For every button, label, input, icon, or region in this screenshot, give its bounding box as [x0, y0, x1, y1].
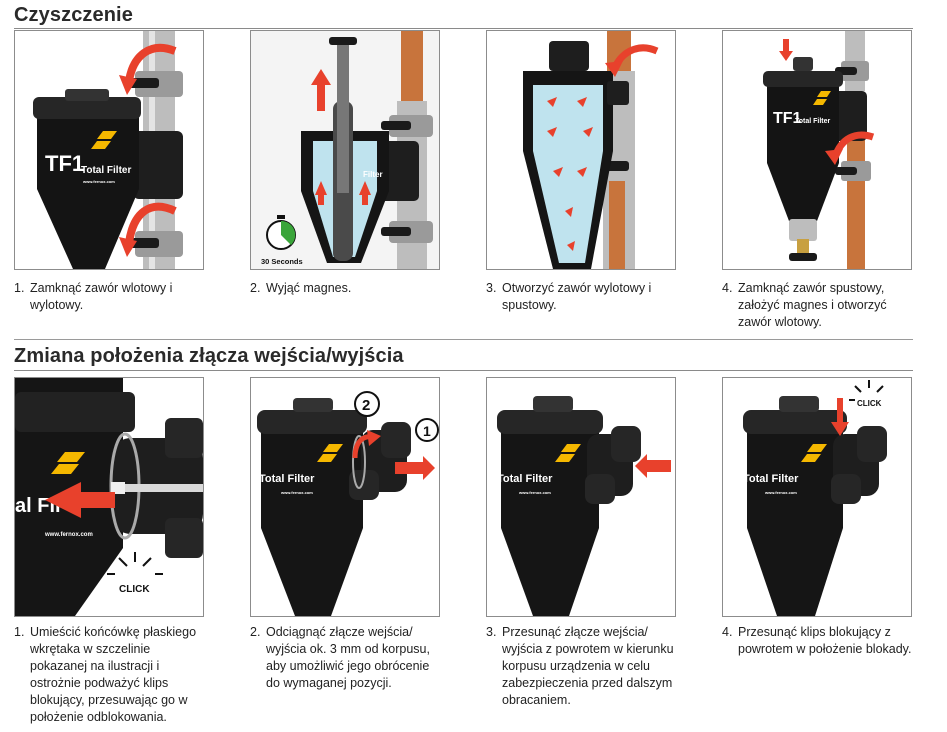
divider — [14, 28, 913, 29]
section-title-port-change: Zmiana położenia złącza wejścia/wyjścia — [14, 345, 404, 367]
refill-illustration: TF1 Total Filter — [763, 31, 875, 269]
section-title-cleaning: Czyszczenie — [14, 4, 133, 26]
svg-text:30 Seconds: 30 Seconds — [261, 257, 303, 266]
step-text: Wyjąć magnes. — [266, 281, 352, 295]
svg-text:Total Filter: Total Filter — [81, 165, 131, 176]
svg-text:CLICK: CLICK — [857, 399, 882, 408]
cleaning-step-2-image: Filter 30 Seconds — [250, 30, 440, 270]
step-text: Przesunąć klips blokujący z powrotem w p… — [738, 625, 912, 656]
step-text: Przesunąć złącze wejścia/ wyjścia z powr… — [502, 625, 674, 707]
step-number: 1. — [14, 281, 25, 295]
svg-text:TF1: TF1 — [773, 110, 802, 127]
svg-text:www.fernox.com: www.fernox.com — [44, 532, 93, 538]
port-step-2-image: Total Filter www.fernox.com 2 1 — [250, 377, 440, 617]
step-text: Otworzyć zawór wylotowy i spustowy. — [502, 281, 652, 312]
svg-text:Total Filter: Total Filter — [795, 118, 831, 125]
step-number: 2. — [250, 281, 261, 295]
magnet-removal-illustration: Filter 30 Seconds — [251, 31, 439, 269]
svg-text:TF1: TF1 — [45, 151, 84, 176]
svg-text:www.fernox.com: www.fernox.com — [764, 490, 797, 495]
step-number: 4. — [722, 625, 733, 639]
step-text: Zamknąć zawór wlotowy i wylotowy. — [30, 281, 173, 312]
svg-text:1: 1 — [423, 423, 431, 439]
svg-text:www.fernox.com: www.fernox.com — [280, 490, 313, 495]
step-number: 3. — [486, 281, 497, 295]
step-text: Umieścić końcówkę płaskiego wkrętaka w s… — [30, 625, 197, 724]
flushing-illustration — [523, 31, 659, 269]
divider — [14, 370, 913, 371]
cleaning-step-4-image: TF1 Total Filter — [722, 30, 912, 270]
svg-text:Total Filter: Total Filter — [743, 473, 799, 485]
step-text: Zamknąć zawór spustowy, założyć magnes i… — [738, 281, 887, 329]
port-step-4-image: Total Filter www.fernox.com CLICK — [722, 377, 912, 617]
step-number: 4. — [722, 281, 733, 295]
svg-text:2: 2 — [362, 397, 370, 414]
step-number: 3. — [486, 625, 497, 639]
svg-text:Total Filter: Total Filter — [259, 473, 315, 485]
svg-text:www.fernox.com: www.fernox.com — [82, 179, 115, 184]
svg-text:Filter: Filter — [363, 170, 383, 179]
step-number: 1. — [14, 625, 25, 639]
port-step-3-image: Total Filter www.fernox.com — [486, 377, 676, 617]
step-number: 2. — [250, 625, 261, 639]
lock-clip-illustration: Total Filter www.fernox.com CLICK — [743, 380, 887, 616]
push-port-back-illustration: Total Filter www.fernox.com — [497, 396, 671, 616]
svg-text:www.fernox.com: www.fernox.com — [518, 490, 551, 495]
filter-closed-valves-illustration: TF1 Total Filter www.fernox.com — [33, 31, 183, 269]
step-text: Odciągnąć złącze wejścia/ wyjścia ok. 3 … — [266, 625, 430, 690]
cleaning-step-1-image: TF1 Total Filter www.fernox.com — [14, 30, 204, 270]
divider — [14, 339, 913, 340]
screwdriver-clip-illustration: al Fil www.fernox.com CLICK — [15, 378, 203, 616]
cleaning-step-3-image — [486, 30, 676, 270]
svg-text:Total Filter: Total Filter — [497, 473, 553, 485]
port-step-1-image: al Fil www.fernox.com CLICK — [14, 377, 204, 617]
svg-text:CLICK: CLICK — [119, 584, 150, 595]
rotate-port-illustration: Total Filter www.fernox.com 2 1 — [257, 391, 439, 616]
